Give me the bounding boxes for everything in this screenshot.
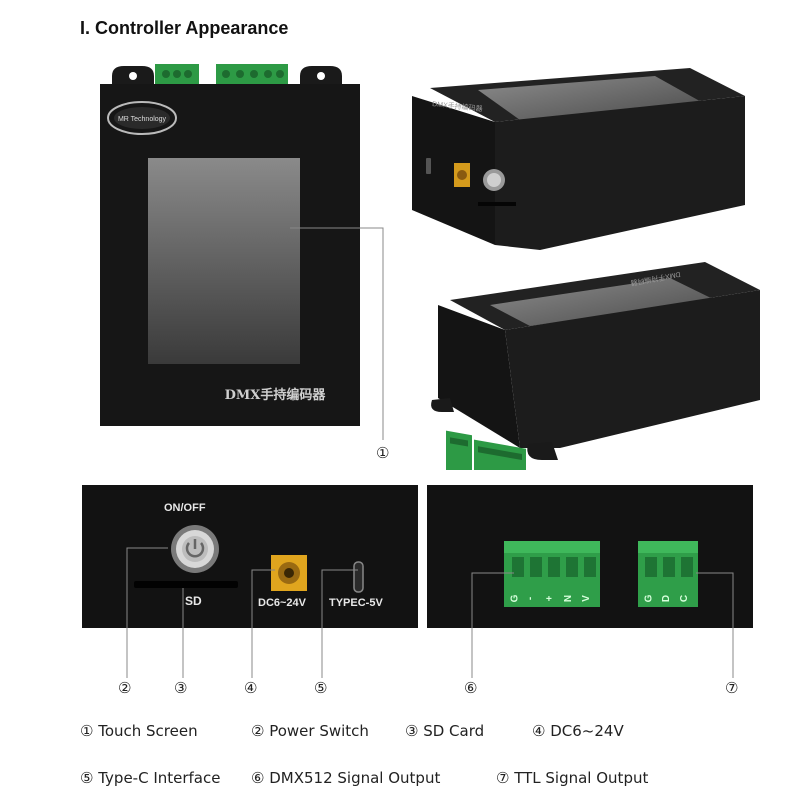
dc-jack xyxy=(271,555,307,591)
legend-ttl: ⑦ TTL Signal Output xyxy=(496,769,649,787)
callout-line-1 xyxy=(290,227,384,440)
legend-typec: ⑤ Type-C Interface xyxy=(80,769,221,787)
legend-touch-screen: ① Touch Screen xyxy=(80,722,198,740)
terminal-panel-closeup: G - + N V G D C xyxy=(427,485,753,628)
callout-2: ② xyxy=(118,679,132,697)
logo-text: MR Technology xyxy=(118,116,167,123)
sd-label: SD xyxy=(185,594,202,608)
legend-dc: ④ DC6~24V xyxy=(532,722,624,740)
touch-screen xyxy=(148,158,300,364)
side-panel-closeup: ON/OFF SD DC6~24V TYPEC-5V xyxy=(82,485,418,628)
onoff-label: ON/OFF xyxy=(164,502,206,514)
callout-5: ⑤ xyxy=(314,679,328,697)
legend-dmx512: ⑥ DMX512 Signal Output xyxy=(251,769,441,787)
callout-3: ③ xyxy=(174,679,188,697)
perspective-view-bottom: DMX手持编码器 xyxy=(431,262,760,470)
callout-4: ④ xyxy=(244,679,258,697)
section-title: I. Controller Appearance xyxy=(80,18,289,38)
perspective-view-top: DMX手持编码器 xyxy=(412,68,745,250)
legend-power-switch: ② Power Switch xyxy=(251,722,369,740)
front-view-device: MR Technology DMX手持编码器 xyxy=(100,64,360,426)
power-icon xyxy=(185,542,205,558)
callout-7: ⑦ xyxy=(725,679,739,697)
callout-6: ⑥ xyxy=(464,679,478,697)
ttl-terminal xyxy=(638,541,698,607)
front-label: DMX手持编码器 xyxy=(225,387,327,403)
device-photos: MR Technology DMX手持编码器 DMX手持编码器 xyxy=(100,64,760,470)
dmx512-terminal xyxy=(504,541,600,607)
power-switch xyxy=(171,525,219,573)
sd-slot xyxy=(134,581,238,588)
legend-sd-card: ③ SD Card xyxy=(405,722,485,740)
dc-label: DC6~24V xyxy=(258,597,307,609)
callout-1: ① xyxy=(376,444,390,462)
typec-label: TYPEC-5V xyxy=(329,597,383,609)
